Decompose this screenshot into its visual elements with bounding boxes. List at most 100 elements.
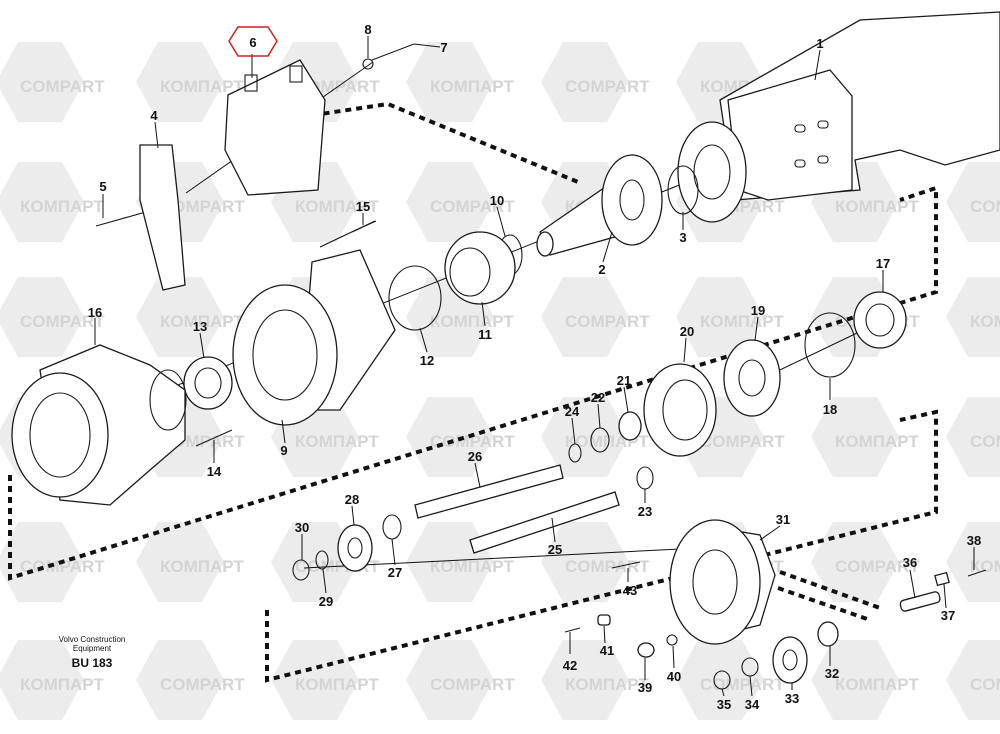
hub-gear-outer [723,339,781,417]
watermark-hexagon [0,277,84,357]
watermark-tile: КОМПАРТ [541,640,649,720]
snap-ring-23 [636,466,654,490]
watermark-hexagon [136,640,224,720]
watermark-text: КОМПАРТ [295,197,379,216]
watermark-tile: COMPART [541,277,650,357]
leader-19 [754,316,759,341]
watermark-text: КОМПАРТ [970,312,1000,331]
callout-17: 17 [876,256,890,271]
watermark-text: КОМПАРТ [160,77,244,96]
spindle-spline-end [536,231,554,257]
leader-35 [721,688,725,697]
bearing-17 [853,291,907,349]
bolt-43 [611,561,641,569]
spindle [536,154,663,257]
watermark-text: КОМПАРТ [295,675,379,694]
callout-6: 6 [249,35,256,50]
leader-31 [759,525,781,541]
callout-21: 21 [617,373,631,388]
leader-41 [603,625,606,644]
housing-slot [817,155,829,164]
watermark-text: КОМПАРТ [835,432,919,451]
plug-39 [637,642,655,658]
leader-26 [474,462,481,488]
watermark-hexagon [271,640,359,720]
watermark-tile: COMPART [946,397,1000,477]
wheel-hub [11,344,187,506]
callout-34: 34 [745,697,760,712]
watermark-tile: COMPART [406,640,515,720]
callout-25: 25 [548,542,562,557]
watermark-text: COMPART [565,312,650,331]
pin-36 [899,591,941,612]
watermark-hexagon [811,522,899,602]
seal-washer-40 [666,634,678,646]
watermark-tile: COMPART [0,42,105,122]
thrust-washer-30 [292,559,310,581]
leader-2 [602,231,613,263]
watermark-tile: COMPART [406,162,515,242]
callout-8: 8 [364,22,371,37]
bearing-17-inner [865,303,895,337]
housing-slot [794,124,806,133]
watermark-tile: КОМПАРТ [0,640,104,720]
hub-gear-inner [738,359,766,397]
callout-2: 2 [598,262,605,277]
callout-23: 23 [638,504,652,519]
watermark-text: COMPART [160,675,245,694]
planet-carrier-bore [692,549,738,615]
bolt-7 [371,43,415,61]
leader-25 [551,517,556,543]
watermark-tile: КОМПАРТ [811,397,919,477]
watermark-text: КОМПАРТ [160,312,244,331]
axle-housing-bore [693,144,731,200]
watermark-hexagon [0,42,84,122]
sleeve-41 [597,614,611,626]
housing-slot [794,159,806,168]
watermark-text: COMPART [20,557,105,576]
ring-gear-inner [662,379,708,441]
watermark-text: COMPART [160,197,245,216]
planet-gear-33 [772,636,808,684]
watermark-text: COMPART [835,557,920,576]
callout-12: 12 [420,353,434,368]
leader-20 [683,337,687,363]
leader-1 [814,49,821,81]
watermark-text: КОМПАРТ [160,557,244,576]
watermark-tile: COMPART [946,162,1000,242]
bearing-32 [817,621,839,647]
watermark-hexagon [946,397,1000,477]
watermark-text: КОМПАРТ [430,77,514,96]
leader-lines [94,36,975,697]
watermark-text: COMPART [565,77,650,96]
watermark-tile: КОМПАРТ [136,522,244,602]
watermark-hexagon [136,277,224,357]
brake-caliper-body [224,59,326,196]
leader-24 [571,417,576,445]
callout-43: 43 [623,583,637,598]
figure-code: BU 183 [72,656,113,670]
brake-disc-bore [252,309,318,401]
callout-33: 33 [785,691,799,706]
watermark-text: КОМПАРТ [20,675,104,694]
watermark-tile: COMPART [811,522,920,602]
callout-41: 41 [600,643,614,658]
callout-11: 11 [478,327,492,342]
leader-11 [481,301,486,327]
watermark-tile: КОМПАРТ [946,277,1000,357]
callout-16: 16 [88,305,102,320]
callout-30: 30 [295,520,309,535]
callout-28: 28 [345,492,359,507]
wheel-hub-flange [11,372,109,498]
watermark-hexagon [811,640,899,720]
planet-gear-28-body [337,524,373,572]
watermark-hexagon [541,42,629,122]
highlight-hexagon [228,26,278,57]
watermark-tile: КОМПАРТ [406,42,514,122]
seal-assembly-11 [444,231,516,305]
callout-1: 1 [816,36,823,51]
callout-27: 27 [388,565,402,580]
callout-7: 7 [440,40,447,55]
